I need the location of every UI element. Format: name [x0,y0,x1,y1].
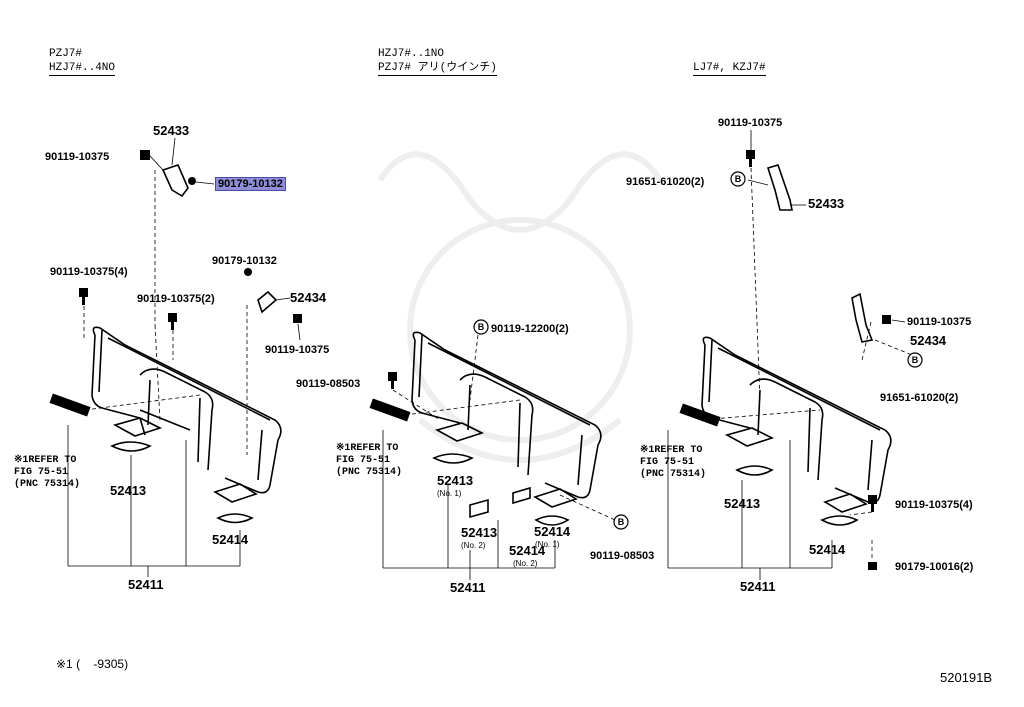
svg-text:B: B [618,517,625,527]
svg-text:B: B [478,322,485,332]
part-52411-panel-2[interactable]: 52411 [450,580,486,595]
panel-2-b-markers [473,319,629,530]
part-52414-no1-suffix: (No. 1) [535,540,560,549]
part-90179-10132[interactable]: 90179-10132 [212,255,277,267]
panel-1-fasteners [49,150,302,417]
watermark [377,151,663,463]
part-52413[interactable]: 52413 [110,483,147,498]
panel-3-b-markers [730,171,923,368]
part-90179-10016-qty2[interactable]: 90179-10016(2) [895,561,974,573]
part-90119-10375-qty2[interactable]: 90119-10375(2) [137,293,215,305]
part-90119-10375-qty4[interactable]: 90119-10375(4) [50,266,128,278]
part-90119-08503-lower[interactable]: 90119-08503 [590,550,655,562]
part-90119-10375[interactable]: 90119-10375 [45,151,110,163]
panel-2-leaders [382,334,616,580]
part-90119-10375-lower[interactable]: 90119-10375 [265,344,330,356]
panel-2-fasteners [369,372,411,422]
part-52413-panel-3[interactable]: 52413 [724,496,761,511]
part-90179-10132-highlighted[interactable]: 90179-10132 [215,177,286,191]
panel-1-header-line-1: PZJ7# [49,48,83,60]
part-52411[interactable]: 52411 [128,577,164,592]
part-52434-panel-3[interactable]: 52434 [910,333,947,348]
panel-3-leaders [667,130,913,580]
panel-3-drawing [701,164,892,526]
part-91651-61020-upper[interactable]: 91651-61020(2) [626,176,705,188]
part-52414-no2-suffix: (No. 2) [513,559,538,568]
panel-1-refer-note[interactable]: ※1REFER TO FIG 75-51 (PNC 75314) [14,455,81,490]
panel-3-refer-note[interactable]: ※1REFER TO FIG 75-51 (PNC 75314) [640,445,707,480]
panel-2-header: HZJ7#..1NO PZJ7# アリ(ウインチ) [378,47,497,76]
part-52414-no1[interactable]: 52414 [534,524,571,539]
part-90119-08503-upper[interactable]: 90119-08503 [296,378,361,390]
part-52433-panel-3[interactable]: 52433 [808,196,845,211]
panel-1-drawing [91,164,282,524]
panel-1-header: PZJ7# HZJ7#..4NO [49,47,116,76]
svg-text:B: B [912,355,919,365]
part-90119-10375-top[interactable]: 90119-10375 [718,117,783,129]
part-52414-panel-3[interactable]: 52414 [809,542,846,557]
panel-2-header-line-1: HZJ7#..1NO [378,48,445,60]
panel-3-header-line-1: LJ7#, KZJ7# [693,62,766,76]
footnote: ※1 ( -9305) [56,657,129,671]
panel-3-fasteners [679,150,891,570]
panel-2-drawing [411,331,602,526]
part-52413-no2[interactable]: 52413 [461,525,498,540]
panel-2-b-letters: B B [478,322,625,527]
diagram-id: 520191B [940,670,993,685]
part-90119-12200-qty2[interactable]: 90119-12200(2) [491,323,569,335]
panel-1-leaders [67,137,301,577]
part-52413-no1-suffix: (No. 1) [437,489,462,498]
part-52414[interactable]: 52414 [212,532,249,547]
part-52413-no2-suffix: (No. 2) [461,541,486,550]
part-91651-61020-lower[interactable]: 91651-61020(2) [880,392,959,404]
part-52434[interactable]: 52434 [290,290,327,305]
part-90119-10375-right[interactable]: 90119-10375 [907,316,972,328]
part-52411-panel-3[interactable]: 52411 [740,579,776,594]
part-52414-no2[interactable]: 52414 [509,543,546,558]
svg-text:B: B [735,174,742,184]
panel-3-header: LJ7#, KZJ7# [693,61,766,76]
part-90119-10375-qty4-panel-3[interactable]: 90119-10375(4) [895,499,973,511]
part-52433[interactable]: 52433 [153,123,190,138]
panel-2-refer-note[interactable]: ※1REFER TO FIG 75-51 (PNC 75314) [336,443,403,478]
panel-2-header-line-2: PZJ7# アリ(ウインチ) [378,62,497,76]
panel-3-b-letters: B B [735,174,919,365]
part-52413-no1[interactable]: 52413 [437,473,474,488]
panel-1-header-line-2: HZJ7#..4NO [49,62,116,76]
